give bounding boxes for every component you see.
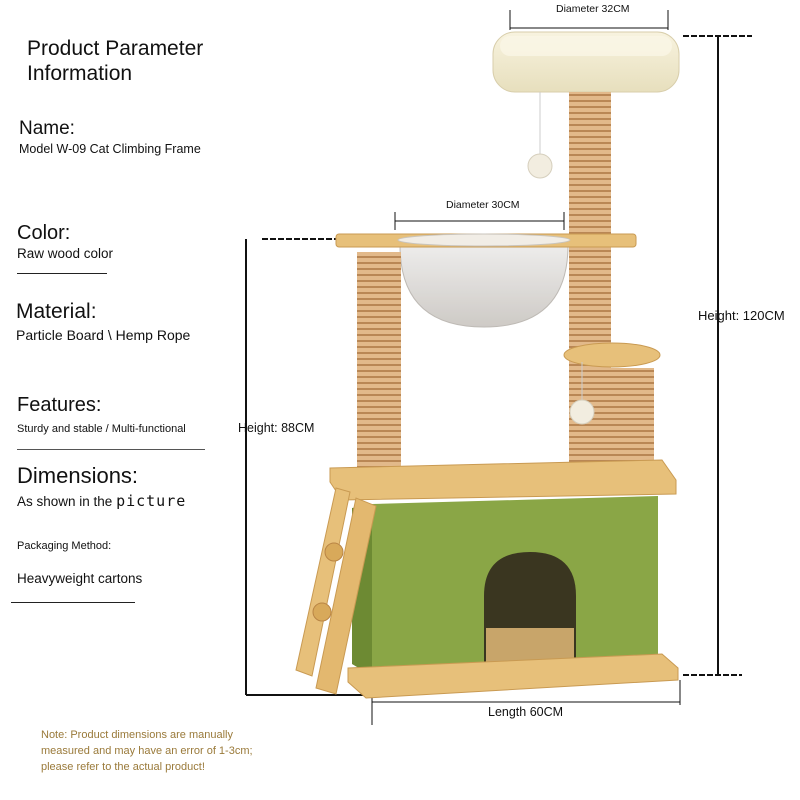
features-label: Features: xyxy=(17,394,102,416)
title-line-1: Product Parameter xyxy=(27,37,204,60)
length-label: Length 60CM xyxy=(488,705,564,719)
color-value: Raw wood color xyxy=(17,246,114,261)
top-perch xyxy=(492,31,680,93)
packaging-divider xyxy=(11,602,135,603)
green-condo xyxy=(352,496,658,676)
middle-platform xyxy=(335,233,637,328)
features-value: Sturdy and stable / Multi-functional xyxy=(17,423,186,435)
features-divider xyxy=(17,449,205,450)
disclaimer-note: Note: Product dimensions are manually me… xyxy=(41,727,291,775)
base-platform xyxy=(347,653,679,699)
color-label: Color: xyxy=(17,222,71,244)
measurement-lines xyxy=(245,10,752,725)
mid-height-label: Height: 88CM xyxy=(238,421,315,435)
condo-roof-platform xyxy=(329,459,677,501)
top-diameter-label: Diameter 32CM xyxy=(556,3,630,15)
title-line-2: Information xyxy=(27,62,133,85)
total-height-label: Height: 120CM xyxy=(698,308,785,323)
name-label: Name: xyxy=(19,118,75,139)
ladder xyxy=(295,487,377,695)
short-sisal-post xyxy=(610,368,654,478)
left-sisal-post xyxy=(357,252,401,470)
note-line-1: Note: Product dimensions are manually xyxy=(41,729,233,741)
note-line-2: measured and may have an error of 1-3cm; xyxy=(41,745,253,757)
hanging-ball-middle xyxy=(569,399,595,425)
dimensions-value-word: picture xyxy=(116,492,187,510)
note-line-3: please refer to the actual product! xyxy=(41,761,205,773)
dimensions-value-prefix: As shown in the xyxy=(17,494,117,509)
hanging-ball-top xyxy=(527,153,553,179)
side-platform xyxy=(563,342,661,368)
packaging-label: Packaging Method: xyxy=(17,540,112,552)
name-value: Model W-09 Cat Climbing Frame xyxy=(19,142,201,156)
color-divider xyxy=(17,273,107,274)
dimensions-label: Dimensions: xyxy=(17,463,139,488)
packaging-value: Heavyweight cartons xyxy=(17,571,143,586)
bowl-diameter-label: Diameter 30CM xyxy=(446,199,520,211)
material-value: Particle Board \ Hemp Rope xyxy=(16,327,191,343)
tall-sisal-post xyxy=(569,92,611,462)
material-label: Material: xyxy=(16,300,97,323)
page-title: Product Parameter Information xyxy=(27,36,203,86)
dimensions-value: As shown in the picture xyxy=(17,492,186,510)
